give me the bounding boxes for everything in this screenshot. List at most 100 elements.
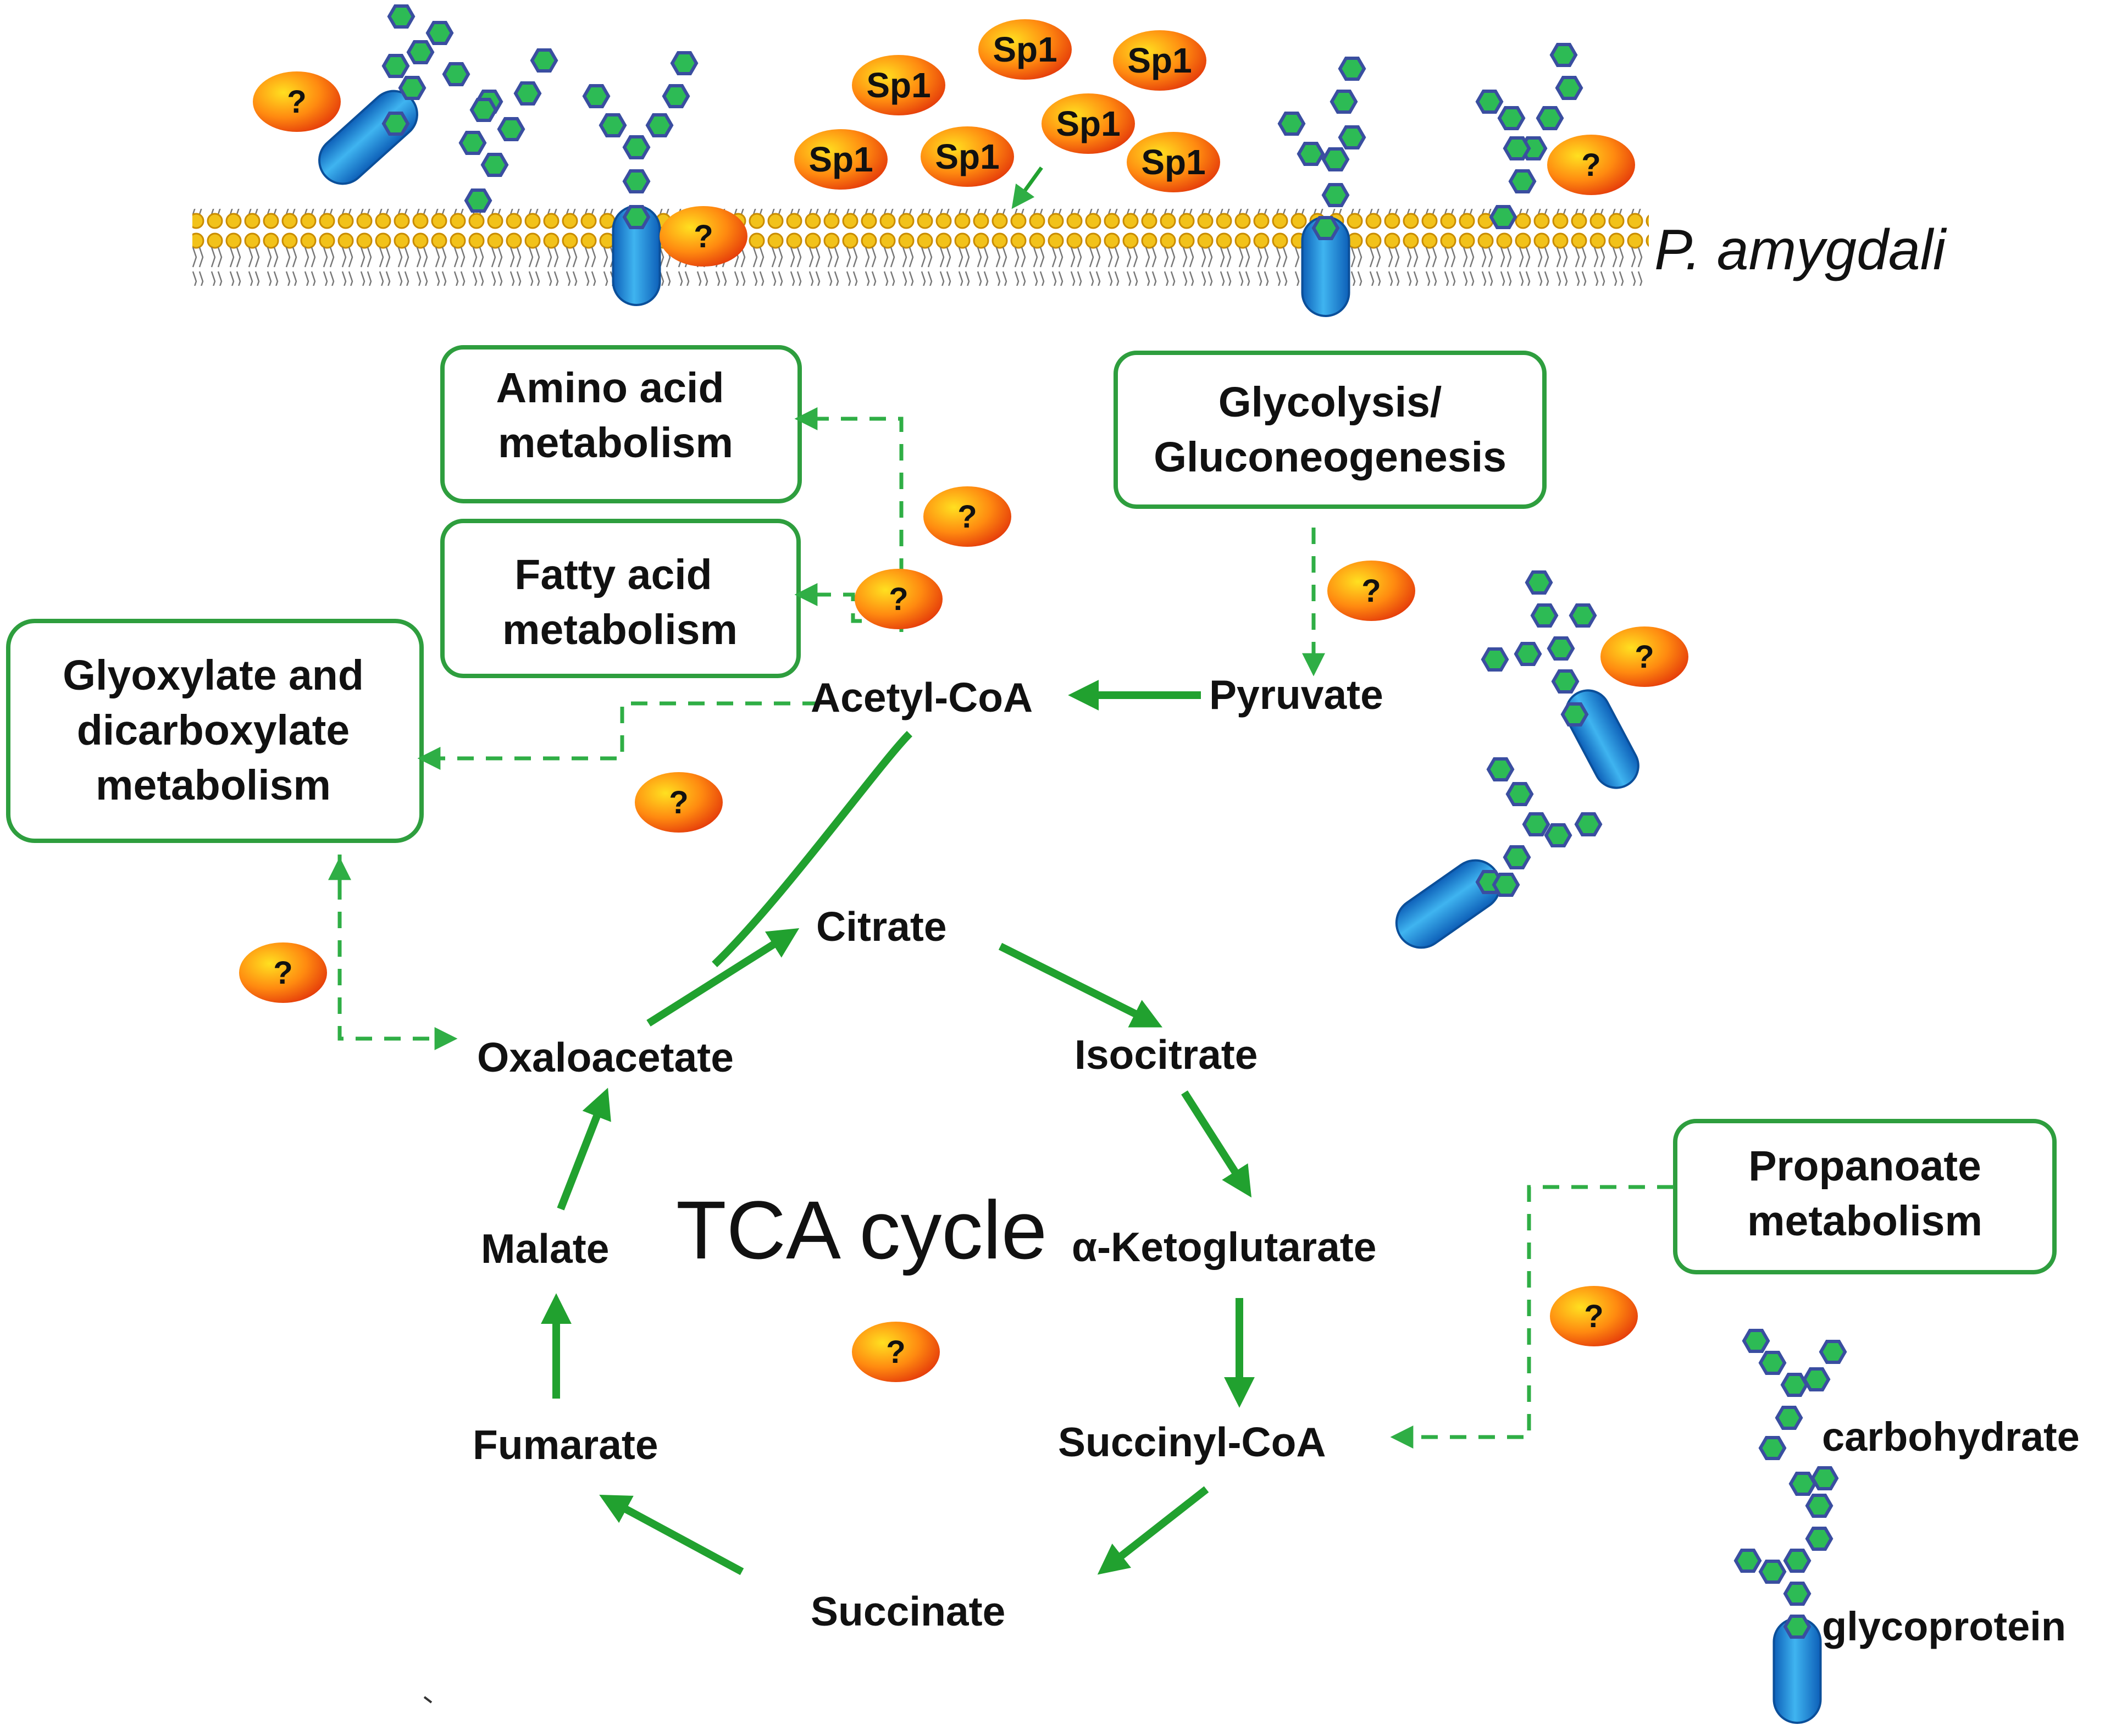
- legend-glycoprotein-label: glycoprotein: [1822, 1604, 2066, 1649]
- arrow-isocitrate-akg: [1181, 1090, 1252, 1198]
- sugar-hexagon-icon: [1516, 644, 1540, 664]
- sp1-effector: Sp1: [1113, 30, 1206, 91]
- sugar-hexagon-icon: [400, 77, 424, 98]
- tca-arrows: [541, 680, 1255, 1576]
- metabolites: Acetyl-CoA Pyruvate Citrate Isocitrate α…: [473, 672, 1383, 1634]
- dashed-links: [328, 407, 1674, 1449]
- sugar-hexagon-icon: [1314, 218, 1338, 239]
- arrow-succinylcoa-succinate: [1097, 1486, 1209, 1575]
- sugar-hexagon-icon: [1340, 58, 1364, 79]
- question-mark-label: ?: [1635, 639, 1654, 675]
- question-mark-label: ?: [889, 581, 908, 617]
- metabolite-succinyl-coa: Succinyl-CoA: [1058, 1419, 1326, 1465]
- tca-cycle-label: TCA cycle: [676, 1184, 1047, 1276]
- arrow-succinate-fumarate: [599, 1495, 744, 1576]
- metabolite-pyruvate: Pyruvate: [1209, 672, 1383, 718]
- sugar-hexagon-icon: [1760, 1561, 1785, 1582]
- sugar-hexagon-icon: [1785, 1550, 1809, 1571]
- arrow-malate-oxaloacetate: [557, 1088, 611, 1211]
- sugar-hexagon-icon: [408, 42, 433, 63]
- sugar-hexagon-icon: [1332, 91, 1356, 112]
- stray-mark: [423, 1696, 433, 1704]
- sugar-hexagon-icon: [624, 171, 649, 192]
- sugar-hexagon-icon: [584, 86, 608, 107]
- legend-carbohydrate-icon: [1744, 1330, 1845, 1489]
- sugar-hexagon-icon: [1340, 127, 1364, 148]
- unknown-effector-badge: ?: [923, 486, 1011, 547]
- sp1-effector: Sp1: [978, 19, 1072, 80]
- box-fatty-acid-metabolism: Fatty acid metabolism: [440, 519, 801, 678]
- metabolite-alpha-ketoglutarate: α-Ketoglutarate: [1072, 1224, 1376, 1270]
- unknown-effector-badge: ?: [1600, 626, 1688, 687]
- box-line: Propanoate: [1748, 1142, 1981, 1190]
- metabolite-fumarate: Fumarate: [473, 1422, 658, 1468]
- sp1-effector: Sp1: [921, 126, 1014, 187]
- unknown-effector-badge: ?: [660, 206, 747, 267]
- sugar-hexagon-icon: [389, 6, 413, 27]
- sugar-hexagon-icon: [1821, 1341, 1845, 1362]
- sugar-hexagon-icon: [483, 154, 507, 175]
- sugar-hexagon-icon: [1323, 185, 1348, 206]
- sugar-hexagon-icon: [1785, 1616, 1809, 1637]
- surface-glycans: [318, 6, 1581, 317]
- sugar-hexagon-icon: [1546, 825, 1570, 846]
- legend-carbohydrate-label: carbohydrate: [1822, 1414, 2080, 1460]
- sugar-hexagon-icon: [1538, 108, 1562, 129]
- link-acetylcoa-glyoxylate: [417, 701, 819, 770]
- sugar-hexagon-icon: [647, 115, 672, 136]
- sp1-label: Sp1: [866, 65, 930, 105]
- sugar-hexagon-icon: [1494, 874, 1518, 895]
- membrane-protein-icon: [1565, 689, 1639, 789]
- sp1-effector: Sp1: [794, 129, 888, 190]
- question-mark-label: ?: [287, 84, 306, 120]
- sugar-hexagon-icon: [624, 207, 649, 228]
- sp1-label: Sp1: [1056, 104, 1120, 143]
- sugar-hexagon-icon: [1527, 572, 1551, 593]
- organism-label: P. amygdali: [1654, 218, 1947, 282]
- sugar-hexagon-icon: [1553, 671, 1577, 692]
- sugar-hexagon-icon: [1552, 45, 1576, 65]
- metabolite-succinate: Succinate: [811, 1588, 1005, 1634]
- sugar-hexagon-icon: [1563, 704, 1587, 725]
- unknown-effectors: ???????????: [239, 71, 1688, 1382]
- sp1-label: Sp1: [993, 30, 1057, 69]
- question-mark-label: ?: [957, 499, 977, 535]
- unknown-effector-badge: ?: [1327, 561, 1415, 621]
- sugar-hexagon-icon: [1804, 1369, 1829, 1390]
- sugar-hexagon-icon: [1477, 91, 1502, 112]
- box-line: dicarboxylate: [77, 707, 350, 754]
- sugar-hexagon-icon: [1813, 1468, 1837, 1489]
- box-line: metabolism: [498, 419, 733, 467]
- question-mark-label: ?: [273, 955, 292, 991]
- box-line: metabolism: [96, 762, 331, 809]
- link-acetylcoa-aminoacid: [794, 407, 904, 632]
- box-line: Gluconeogenesis: [1154, 434, 1506, 481]
- sugar-hexagon-icon: [1524, 814, 1548, 835]
- sugar-hexagon-icon: [466, 190, 490, 211]
- arrow-citrate-isocitrate: [998, 942, 1163, 1028]
- question-mark-label: ?: [1581, 147, 1600, 183]
- membrane-protein-icon: [1395, 859, 1502, 949]
- sugar-hexagon-icon: [1744, 1330, 1768, 1351]
- sp1-label: Sp1: [935, 137, 999, 176]
- sugar-hexagon-icon: [1760, 1438, 1785, 1458]
- sugar-hexagon-icon: [428, 23, 452, 43]
- sugar-hexagon-icon: [624, 137, 649, 158]
- sp1-to-membrane-arrow: [1011, 166, 1043, 209]
- sp1-label: Sp1: [1141, 142, 1205, 182]
- sugar-hexagon-icon: [1532, 605, 1556, 626]
- unknown-effector-badge: ?: [239, 942, 327, 1003]
- sp1-effector: Sp1: [1042, 93, 1135, 154]
- legend-glycoprotein-icon: [1736, 1473, 1831, 1724]
- arrow-acetylcoa-citrate: [712, 731, 912, 968]
- box-propanoate-metabolism: Propanoate metabolism: [1673, 1119, 2057, 1274]
- sugar-hexagon-icon: [384, 113, 408, 134]
- box-line: Glycolysis/: [1218, 379, 1442, 426]
- sugar-hexagon-icon: [1785, 1583, 1809, 1604]
- sugar-hexagon-icon: [1499, 108, 1524, 129]
- sugar-hexagon-icon: [1508, 784, 1532, 805]
- metabolite-oxaloacetate: Oxaloacetate: [477, 1034, 734, 1080]
- sugar-hexagon-icon: [1505, 847, 1529, 868]
